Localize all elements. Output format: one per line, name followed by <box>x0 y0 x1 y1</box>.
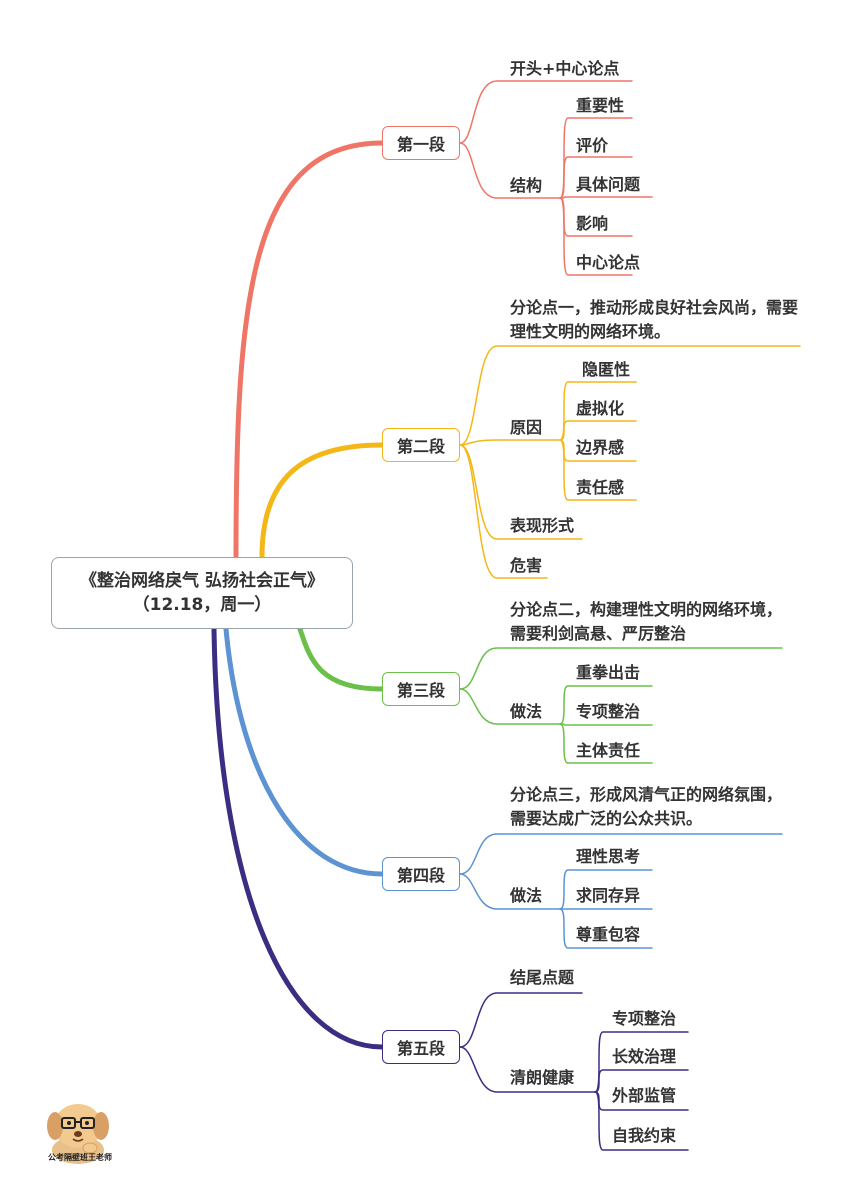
section-node-4[interactable]: 第四段 <box>382 857 460 891</box>
topic-harm[interactable]: 危害 <box>510 556 543 575</box>
sec1-child-line-2 <box>559 196 653 199</box>
sec5-child-line-0 <box>594 1031 689 1093</box>
subtopic-heavy-strike[interactable]: 重拳出击 <box>576 663 641 682</box>
sec3-child-line-0 <box>559 685 653 725</box>
root-title: 《整治网络戾气 弘扬社会正气》 <box>80 571 324 591</box>
sec1-line-opening <box>459 80 633 144</box>
sec2-child-line-1 <box>559 420 637 441</box>
subtopic-virtuality[interactable]: 虚拟化 <box>576 399 625 418</box>
topic-closing[interactable]: 结尾点题 <box>510 968 575 987</box>
sec1-child-line-4 <box>559 197 633 276</box>
topic-manifestations[interactable]: 表现形式 <box>510 516 575 535</box>
subtopic-self-discipline[interactable]: 自我约束 <box>612 1126 677 1145</box>
section-node-2[interactable]: 第二段 <box>382 428 460 462</box>
sec5-child-line-1 <box>594 1069 689 1093</box>
subtopic-central-argument[interactable]: 中心论点 <box>576 253 641 272</box>
subtopic-main-responsibility[interactable]: 主体责任 <box>576 741 641 760</box>
topic-measures[interactable]: 做法 <box>510 702 543 721</box>
subtopic-evaluation[interactable]: 评价 <box>576 136 609 155</box>
root-subtitle: （12.18，周一） <box>132 595 272 615</box>
sec3-line-measures <box>459 688 561 725</box>
subtopic-specific-issues[interactable]: 具体问题 <box>576 175 641 194</box>
sec3-child-line-1 <box>559 723 653 726</box>
topic-opening[interactable]: 开头+中心论点 <box>510 59 620 78</box>
root-node[interactable]: 《整治网络戾气 弘扬社会正气》 （12.18，周一） <box>51 557 353 629</box>
subtopic-impact[interactable]: 影响 <box>576 214 609 233</box>
sec2-line-harm <box>459 444 548 579</box>
sec5-line-closing <box>459 992 583 1048</box>
subtopic-importance[interactable]: 重要性 <box>576 96 625 115</box>
sec4-line-argument <box>459 833 783 875</box>
subtopic-special-rectification[interactable]: 专项整治 <box>576 702 641 721</box>
topic-causes[interactable]: 原因 <box>510 418 543 437</box>
subtopic-respect-tolerance[interactable]: 尊重包容 <box>576 925 641 944</box>
branch-line-2 <box>259 442 385 560</box>
subtopic-rational-thinking[interactable]: 理性思考 <box>576 847 641 866</box>
sec5-child-line-3 <box>594 1091 689 1151</box>
subtopic-long-term-governance[interactable]: 长效治理 <box>612 1047 677 1066</box>
subtopic-special-rectification-2[interactable]: 专项整治 <box>612 1009 677 1028</box>
sec2-child-line-3 <box>559 439 637 501</box>
topic-measures-2[interactable]: 做法 <box>510 886 543 905</box>
sec4-child-line-0 <box>559 869 653 910</box>
sec2-child-line-0 <box>559 381 637 441</box>
branch-line-1 <box>233 140 385 560</box>
subtopic-seek-common-ground[interactable]: 求同存异 <box>576 886 641 905</box>
topic-clean-healthy[interactable]: 清朗健康 <box>510 1068 575 1087</box>
branch-line-5 <box>211 626 385 1050</box>
sec4-child-line-2 <box>559 908 653 949</box>
subtopic-external-supervision[interactable]: 外部监管 <box>612 1086 677 1105</box>
topic-sub-argument-3[interactable]: 分论点三，形成风清气正的网络氛围，需要达成广泛的公众共识。 <box>510 785 783 828</box>
topic-sub-argument-1[interactable]: 分论点一，推动形成良好社会风尚，需要理性文明的网络环境。 <box>510 298 799 341</box>
section-node-3[interactable]: 第三段 <box>382 672 460 706</box>
sec2-line-argument <box>459 345 801 446</box>
sec3-child-line-2 <box>559 723 653 764</box>
dog-mascot-icon <box>47 1104 109 1164</box>
section-node-5[interactable]: 第五段 <box>382 1030 460 1064</box>
sec3-line-argument <box>459 647 783 690</box>
branch-line-4 <box>223 626 385 877</box>
topic-sub-argument-2[interactable]: 分论点二，构建理性文明的网络环境，需要利剑高悬、严厉整治 <box>510 600 783 643</box>
watermark-caption: 公考隔壁班王老师 <box>48 1153 112 1162</box>
sec5-line-healthy <box>459 1046 596 1093</box>
sec1-line-structure <box>459 142 561 199</box>
subtopic-responsibility[interactable]: 责任感 <box>576 478 625 497</box>
sec4-line-measures <box>459 873 561 910</box>
branch-line-3 <box>297 626 385 692</box>
subtopic-boundary[interactable]: 边界感 <box>576 438 625 457</box>
sec1-child-line-1 <box>559 156 633 199</box>
subtopic-anonymity[interactable]: 隐匿性 <box>582 360 631 379</box>
sec2-line-causes <box>459 439 561 446</box>
topic-structure[interactable]: 结构 <box>510 176 543 195</box>
section-node-1[interactable]: 第一段 <box>382 126 460 160</box>
